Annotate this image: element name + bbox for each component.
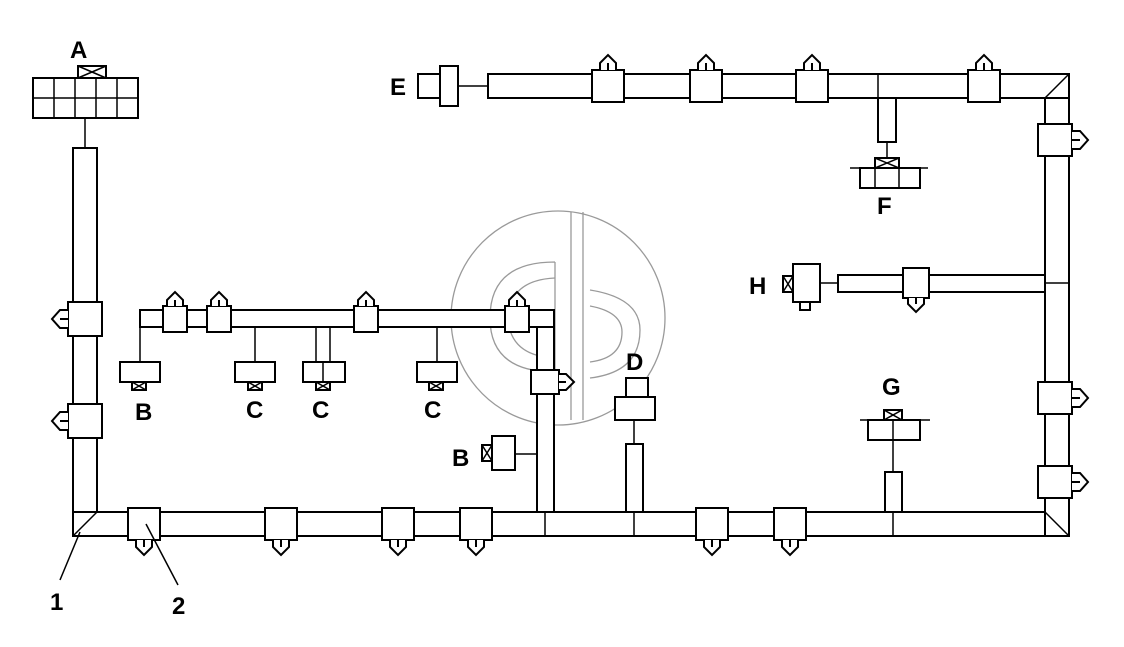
top-outlets bbox=[591, 53, 1001, 103]
left-riser-pipe bbox=[72, 147, 98, 537]
unit-a: A bbox=[32, 37, 139, 148]
label-c-3: C bbox=[424, 397, 441, 424]
callout-2: 2 bbox=[172, 593, 185, 620]
label-c-1: C bbox=[246, 397, 263, 424]
unit-g: G bbox=[860, 374, 930, 513]
label-b-right: B bbox=[452, 445, 469, 472]
label-a: A bbox=[70, 37, 87, 64]
bottom-outlets bbox=[127, 507, 894, 557]
bottom-main-pipe bbox=[72, 511, 1070, 537]
label-e: E bbox=[390, 74, 406, 101]
unit-d: D bbox=[614, 349, 656, 513]
label-b-left: B bbox=[135, 399, 152, 426]
left-outlets bbox=[50, 301, 103, 439]
unit-f: F bbox=[850, 97, 928, 220]
callouts: 1 2 bbox=[50, 523, 185, 620]
label-d: D bbox=[626, 349, 643, 376]
label-h: H bbox=[749, 273, 766, 300]
callout-1: 1 bbox=[50, 589, 63, 616]
label-g: G bbox=[882, 374, 901, 401]
label-f: F bbox=[877, 193, 892, 220]
label-c-2: C bbox=[312, 397, 329, 424]
unit-e: E bbox=[390, 65, 488, 107]
unit-h: H bbox=[749, 263, 1069, 314]
right-outlets bbox=[1037, 123, 1090, 499]
distribution-header: B C C C B bbox=[119, 290, 576, 513]
